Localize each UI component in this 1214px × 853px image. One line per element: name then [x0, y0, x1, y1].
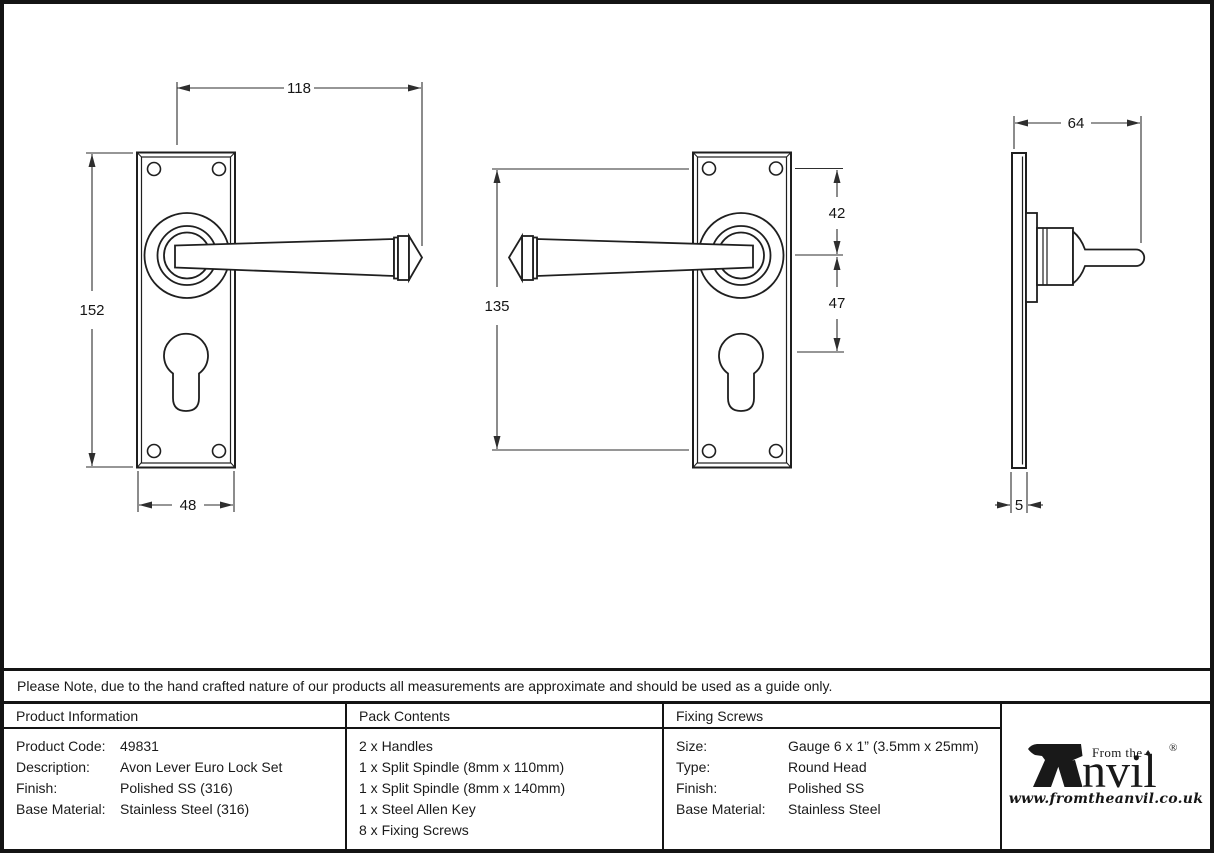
row-label: Finish: [676, 780, 718, 796]
table-row: Product Code: 49831 [16, 736, 339, 757]
dim-label-projection: 64 [1068, 115, 1085, 132]
table-row: Finish: Polished SS [676, 778, 994, 799]
pack-contents-header: Pack Contents [347, 704, 662, 729]
rose-side [1025, 212, 1038, 303]
logo-from-the: From the♦ [1092, 744, 1152, 760]
row-label: Type: [676, 759, 711, 775]
anvil-icon [1028, 743, 1083, 787]
row-value: Polished SS (316) [120, 780, 233, 796]
logo-website: www.fromtheanvil.co.uk [1008, 790, 1204, 807]
lever-grip-side [1072, 229, 1146, 286]
list-item: 1 x Steel Allen Key [359, 801, 476, 817]
list-item: 1 x Split Spindle (8mm x 140mm) [359, 780, 566, 796]
pack-contents-column: Pack Contents 2 x Handles 1 x Split Spin… [347, 704, 664, 849]
note-text: Please Note, due to the hand crafted nat… [17, 678, 833, 694]
table-row: Base Material: Stainless Steel [676, 799, 994, 820]
logo-diamond-icon: ♦ [1145, 747, 1152, 759]
row-value: Avon Lever Euro Lock Set [120, 759, 283, 775]
fixing-screws-column: Fixing Screws Size: Gauge 6 x 1” (3.5mm … [664, 704, 1002, 849]
row-label: Base Material: [676, 801, 766, 817]
table-row: Base Material: Stainless Steel (316) [16, 799, 339, 820]
dim-label-plate-width: 48 [180, 497, 197, 514]
euro-keyhole [163, 332, 209, 412]
screw-hole [146, 443, 162, 459]
lever-front-view-left: 135 42 47 [484, 151, 846, 469]
dim-label-lever-length: 118 [287, 80, 311, 97]
measurement-note: Please Note, due to the hand crafted nat… [4, 668, 1210, 704]
table-row: Type: Round Head [676, 757, 994, 778]
row-label: Description: [16, 759, 90, 775]
dim-label-plate-height: 152 [79, 302, 104, 319]
product-information-header: Product Information [4, 704, 345, 729]
list-item: 1 x Split Spindle (8mm x 110mm) [359, 759, 565, 775]
list-item: 2 x Handles [359, 738, 433, 754]
dim-label-handle-to-keyhole: 47 [829, 295, 846, 312]
row-value: Round Head [788, 759, 867, 775]
anvil-logo: From the♦ nvil ® www.fromtheanvil.co.uk [1009, 741, 1203, 812]
row-label: Size: [676, 738, 708, 754]
row-label: Product Code: [16, 738, 106, 754]
table-row: Size: Gauge 6 x 1” (3.5mm x 25mm) [676, 736, 994, 757]
screw-hole [146, 161, 162, 177]
row-value: Polished SS [788, 780, 865, 796]
screw-hole [211, 161, 227, 177]
logo-name: nvil [1082, 744, 1157, 798]
technical-drawing: 118 152 48 [79, 80, 1146, 514]
list-item: 8 x Fixing Screws [359, 822, 469, 838]
row-label: Finish: [16, 780, 58, 796]
screw-hole [768, 161, 784, 176]
brand-cell: From the♦ nvil ® www.fromtheanvil.co.uk [1002, 704, 1210, 849]
logo-registered: ® [1169, 741, 1178, 754]
row-value: Gauge 6 x 1” (3.5mm x 25mm) [788, 738, 979, 754]
screw-hole [211, 443, 227, 459]
lever-front-view-right: 118 152 48 [79, 80, 424, 514]
product-information-column: Product Information Product Code: 49831 … [4, 704, 347, 849]
table-row: Finish: Polished SS (316) [16, 778, 339, 799]
row-value: Stainless Steel [788, 801, 881, 817]
row-value: Stainless Steel (316) [120, 801, 250, 817]
dim-label-screw-to-handle: 42 [829, 205, 846, 222]
row-label: Base Material: [16, 801, 106, 817]
lever-finial [408, 232, 424, 284]
screw-hole [701, 161, 717, 176]
dim-label-plate-thickness: 5 [1015, 497, 1023, 514]
fixing-screws-header: Fixing Screws [664, 704, 1000, 729]
table-row: Description: Avon Lever Euro Lock Set [16, 757, 339, 778]
lever-finial [507, 232, 523, 284]
lever-side-view: 64 5 [995, 115, 1146, 514]
spec-table: Product Information Product Code: 49831 … [4, 704, 1210, 849]
dim-label-screw-centres: 135 [484, 298, 509, 315]
screw-hole [768, 443, 784, 459]
screw-hole [701, 443, 717, 459]
euro-keyhole [718, 332, 764, 412]
row-value: 49831 [120, 738, 159, 754]
